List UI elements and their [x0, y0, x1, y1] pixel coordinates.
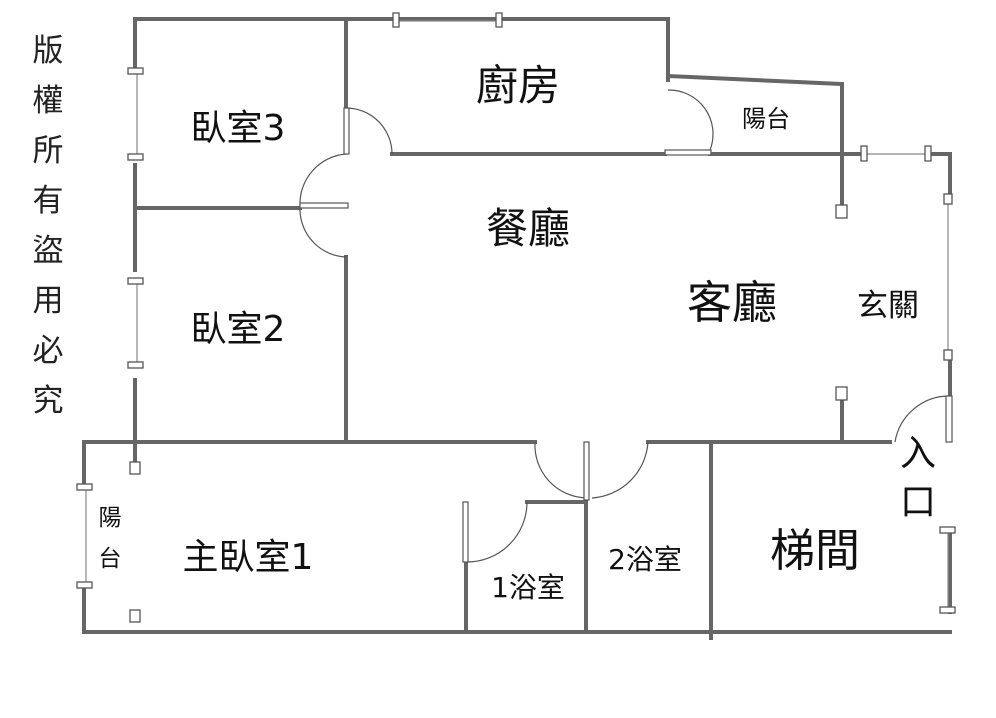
door-leaf-hall: [299, 202, 349, 209]
label-bath2: 2浴室: [608, 543, 682, 576]
window-mullion: [127, 67, 144, 75]
label-master-bedroom: 主臥室1: [183, 537, 314, 578]
window-mullion: [495, 12, 503, 28]
copyright-char: 有: [32, 183, 64, 219]
door-swing-hall-lower: [299, 209, 347, 258]
window-mullion: [939, 526, 956, 534]
label-bedroom2: 臥室2: [191, 309, 286, 350]
label-entrance-2: 口: [900, 482, 936, 523]
door-swing-hall-upper: [299, 153, 347, 206]
door-swing-bed3: [345, 107, 393, 155]
window-mullion: [939, 606, 956, 614]
door-swing-balcony: [667, 89, 714, 151]
door-swing-master-right: [591, 441, 649, 499]
copyright-char: 究: [32, 383, 64, 419]
label-foyer: 玄關: [857, 288, 919, 324]
label-kitchen: 廚房: [476, 61, 560, 110]
window-mullion: [127, 153, 144, 161]
door-swing-entrance: [894, 395, 951, 443]
window-mullion: [943, 193, 953, 205]
label-entrance-1: 入: [900, 433, 936, 474]
door-leaf-master: [583, 441, 590, 501]
windows: [76, 12, 956, 623]
window-mullion: [943, 349, 953, 361]
label-living: 客廳: [687, 276, 777, 329]
label-dining: 餐廳: [486, 204, 570, 253]
copyright-char: 盜: [32, 233, 64, 269]
doors: [299, 89, 953, 563]
copyright-char: 必: [32, 333, 64, 369]
label-balcony-left-1: 陽: [99, 505, 122, 531]
window-mullion: [860, 145, 868, 162]
door-leaf-balcony: [664, 149, 712, 156]
door-leaf-bed3: [343, 107, 350, 155]
wall-end-cap: [129, 461, 141, 475]
window-mullion: [127, 361, 144, 369]
label-balcony-top: 陽台: [742, 105, 790, 133]
label-stairwell: 梯間: [770, 524, 860, 577]
label-bedroom3: 臥室3: [191, 108, 286, 149]
window-mullion: [76, 483, 93, 491]
copyright-notice: 版 權 所 有 盜 用 必 究: [28, 26, 68, 426]
copyright-char: 權: [32, 83, 64, 119]
wall-end-cap: [129, 609, 141, 623]
label-balcony-left-2: 台: [99, 546, 122, 572]
door-swing-bath1: [465, 501, 528, 563]
window-mullion: [392, 12, 400, 28]
room-labels: 臥室3 廚房 陽台 餐廳 臥室2 客廳 玄關 入 口 陽 台 主臥室1 1浴室 …: [99, 61, 937, 604]
door-leaf-entrance: [945, 395, 953, 443]
window-mullion: [127, 277, 144, 285]
window-mullion: [924, 145, 932, 162]
window-mullion: [76, 581, 93, 589]
copyright-char: 所: [32, 133, 64, 169]
door-swing-master-left: [534, 441, 587, 499]
wall-end-cap: [835, 204, 848, 219]
door-leaf-bath1: [462, 501, 469, 563]
label-bath1: 1浴室: [491, 571, 565, 604]
wall-end-cap: [835, 386, 848, 401]
wall-balcony-top: [665, 73, 845, 87]
copyright-char: 版: [32, 33, 64, 69]
copyright-char: 用: [32, 283, 64, 319]
